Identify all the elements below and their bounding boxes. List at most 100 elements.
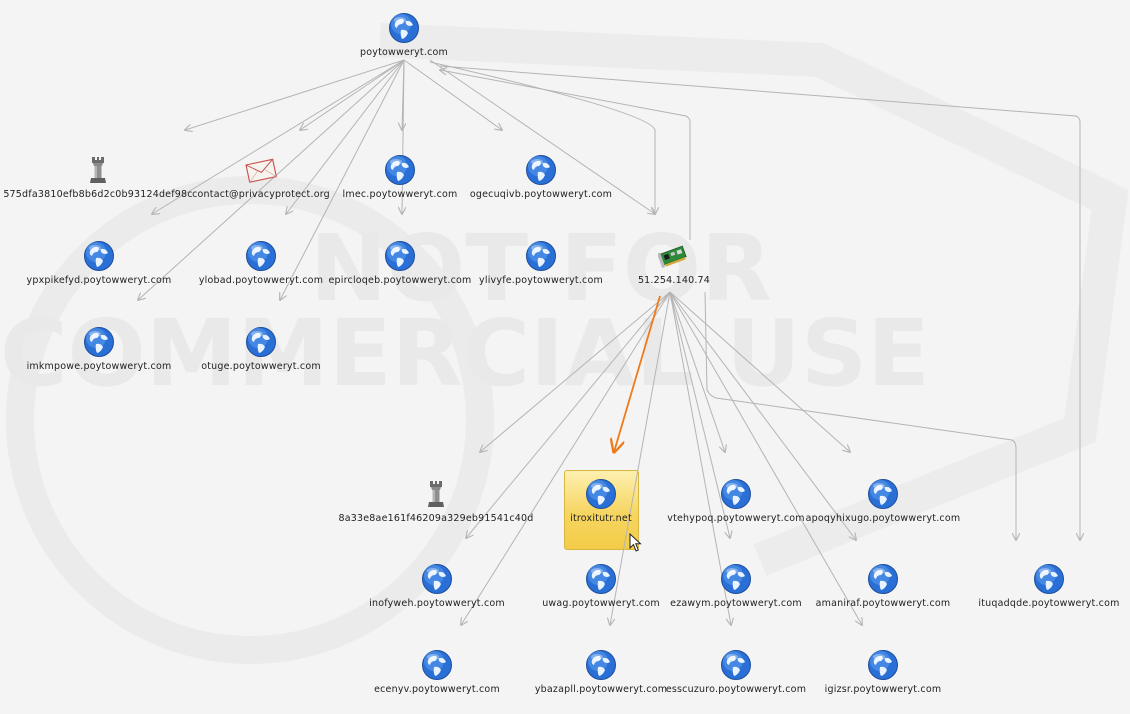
graph-node-ecenyv[interactable]: ecenyv.poytowweryt.com xyxy=(337,649,537,695)
globe-icon xyxy=(867,563,899,595)
node-label: 8a33e8ae161f46209a329eb91541c40d xyxy=(338,513,534,524)
node-label: ypxpikefyd.poytowweryt.com xyxy=(26,275,172,286)
graph-node-ituqadqde[interactable]: ituqadqde.poytowweryt.com xyxy=(949,563,1130,609)
graph-edge xyxy=(152,59,405,214)
graph-node-otuge[interactable]: otuge.poytowweryt.com xyxy=(161,326,361,372)
globe-icon xyxy=(83,240,115,272)
globe-icon xyxy=(388,12,420,44)
highlighted-edge xyxy=(614,295,661,452)
graph-edge xyxy=(429,61,655,214)
rook-icon xyxy=(420,478,452,510)
graph-node-root[interactable]: poytowweryt.com xyxy=(304,12,504,58)
node-label: esscuzuro.poytowweryt.com xyxy=(665,684,807,695)
envelope-icon xyxy=(245,154,277,186)
node-label: vtehypoq.poytowweryt.com xyxy=(667,513,805,524)
node-label: apoqyhixugo.poytowweryt.com xyxy=(805,513,961,524)
globe-icon xyxy=(867,478,899,510)
graph-node-hash1[interactable]: 575dfa3810efb8b6d2c0b93124def98c xyxy=(0,154,198,200)
graph-edge xyxy=(439,65,1080,540)
node-label: ogecuqivb.poytowweryt.com xyxy=(469,189,613,200)
graph-edge xyxy=(669,291,725,452)
node-label: otuge.poytowweryt.com xyxy=(201,361,321,372)
globe-icon xyxy=(421,649,453,681)
node-label: 51.254.140.74 xyxy=(637,275,711,286)
graph-node-epircloqeb[interactable]: epircloqeb.poytowweryt.com xyxy=(300,240,500,286)
graph-edge xyxy=(669,291,850,452)
node-label: poytowweryt.com xyxy=(360,47,448,58)
globe-icon xyxy=(384,240,416,272)
node-label: ylivyfe.poytowweryt.com xyxy=(479,275,603,286)
node-label: amaniraf.poytowweryt.com xyxy=(815,598,951,609)
graph-node-hash2[interactable]: 8a33e8ae161f46209a329eb91541c40d xyxy=(336,478,536,524)
graph-edge xyxy=(286,59,405,214)
node-label: 575dfa3810efb8b6d2c0b93124def98c xyxy=(3,189,193,200)
graph-node-uwag[interactable]: uwag.poytowweryt.com xyxy=(501,563,701,609)
graph-edge xyxy=(610,291,671,625)
node-label: ybazapll.poytowweryt.com xyxy=(534,684,668,695)
graph-node-vtehypoq[interactable]: vtehypoq.poytowweryt.com xyxy=(636,478,836,524)
globe-icon xyxy=(585,478,617,510)
graph-node-amaniraf[interactable]: amaniraf.poytowweryt.com xyxy=(783,563,983,609)
graph-node-igizsr[interactable]: igizsr.poytowweryt.com xyxy=(783,649,983,695)
graph-edge xyxy=(480,291,671,452)
graph-edge xyxy=(280,59,405,300)
globe-icon xyxy=(83,326,115,358)
graph-node-email[interactable]: contact@privacyprotect.org xyxy=(161,154,361,200)
graph-node-imkmpowe[interactable]: imkmpowe.poytowweryt.com xyxy=(0,326,199,372)
graph-edge xyxy=(440,70,691,240)
globe-icon xyxy=(525,154,557,186)
globe-icon xyxy=(525,240,557,272)
graph-edge xyxy=(185,59,405,130)
node-label: ituqadqde.poytowweryt.com xyxy=(978,598,1120,609)
globe-icon xyxy=(585,563,617,595)
globe-icon xyxy=(720,478,752,510)
node-label: imkmpowe.poytowweryt.com xyxy=(26,361,172,372)
graph-edge xyxy=(300,59,405,130)
rook-icon xyxy=(82,154,114,186)
graph-edge xyxy=(704,291,1016,540)
network-card-icon xyxy=(658,240,690,272)
graph-node-ezawym[interactable]: ezawym.poytowweryt.com xyxy=(636,563,836,609)
globe-icon xyxy=(720,649,752,681)
graph-edge xyxy=(669,291,731,625)
node-label: ylobad.poytowweryt.com xyxy=(198,275,324,286)
graph-node-ypxpikefyd[interactable]: ypxpikefyd.poytowweryt.com xyxy=(0,240,199,286)
graph-edge xyxy=(402,59,404,214)
graph-edge xyxy=(669,291,730,538)
globe-icon xyxy=(585,649,617,681)
graph-edge xyxy=(461,291,671,625)
graph-node-ip[interactable]: 51.254.140.74 xyxy=(574,240,774,286)
graph-edge xyxy=(403,59,502,130)
globe-icon xyxy=(384,154,416,186)
node-label: itroxitutr.net xyxy=(570,513,632,524)
node-label: lmec.poytowweryt.com xyxy=(342,189,458,200)
node-label: epircloqeb.poytowweryt.com xyxy=(328,275,472,286)
graph-edge xyxy=(466,291,671,538)
node-label: inofyweh.poytowweryt.com xyxy=(369,598,505,609)
node-label: ecenyv.poytowweryt.com xyxy=(374,684,500,695)
node-label: ezawym.poytowweryt.com xyxy=(670,598,802,609)
graph-node-esscuzuro[interactable]: esscuzuro.poytowweryt.com xyxy=(636,649,836,695)
globe-icon xyxy=(720,563,752,595)
globe-icon xyxy=(867,649,899,681)
graph-node-ylivyfe[interactable]: ylivyfe.poytowweryt.com xyxy=(441,240,641,286)
graph-edge xyxy=(669,291,856,540)
node-label: uwag.poytowweryt.com xyxy=(542,598,660,609)
graph-node-lmec[interactable]: lmec.poytowweryt.com xyxy=(300,154,500,200)
graph-node-ogecuqivb[interactable]: ogecuqivb.poytowweryt.com xyxy=(441,154,641,200)
graph-node-ybazapll[interactable]: ybazapll.poytowweryt.com xyxy=(501,649,701,695)
node-label: igizsr.poytowweryt.com xyxy=(824,684,942,695)
graph-node-ylobad[interactable]: ylobad.poytowweryt.com xyxy=(161,240,361,286)
graph-edge xyxy=(429,59,655,214)
graph-node-inofyweh[interactable]: inofyweh.poytowweryt.com xyxy=(337,563,537,609)
node-label: contact@privacyprotect.org xyxy=(192,189,330,200)
globe-icon xyxy=(245,240,277,272)
globe-icon xyxy=(245,326,277,358)
mouse-pointer-icon xyxy=(629,533,642,552)
graph-node-apoqyhixugo[interactable]: apoqyhixugo.poytowweryt.com xyxy=(783,478,983,524)
graph-edge xyxy=(669,291,862,625)
graph-edge xyxy=(138,59,405,300)
globe-icon xyxy=(1033,563,1065,595)
